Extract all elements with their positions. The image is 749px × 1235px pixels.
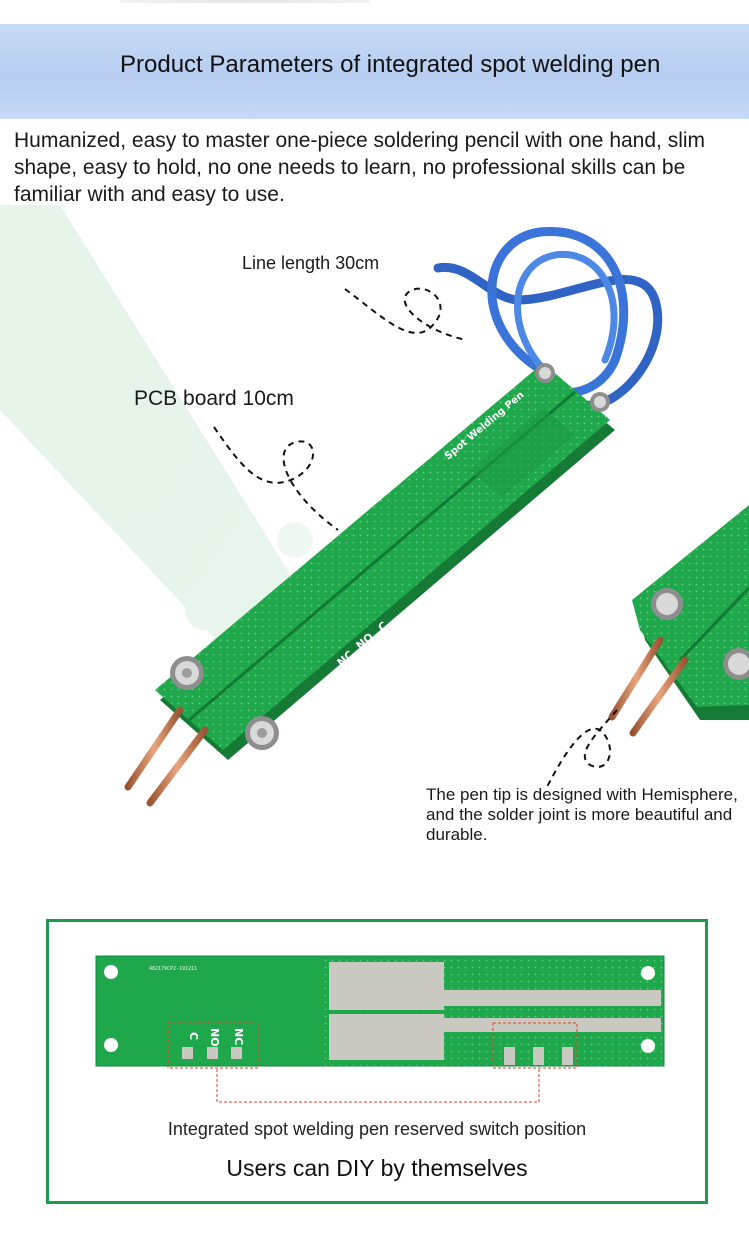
contact-pad (329, 962, 661, 1010)
diy-caption: Users can DIY by themselves (226, 1155, 528, 1181)
mounting-hole (104, 1038, 118, 1052)
board-pin-nc: NC (232, 1028, 245, 1045)
screw-nut (590, 392, 610, 412)
screw-nut (245, 716, 279, 750)
wire-length-label: Line length 30cm (242, 253, 380, 273)
copper-tip (146, 726, 209, 807)
board-pin-no: NO (208, 1028, 221, 1047)
screw-nut (170, 656, 204, 690)
page-title: Product Parameters of integrated spot we… (120, 51, 661, 78)
top-divider (120, 0, 370, 3)
contact-pad (329, 1014, 661, 1060)
pen-tip-pointer (546, 709, 618, 788)
wire-length-pointer (344, 287, 467, 341)
bare-board-diagram: 482179CP2-191211 C NO NC (95, 955, 665, 1103)
wire-loop (433, 227, 663, 410)
pcb-length-label: PCB board 10cm (134, 387, 294, 410)
board-pin-c: C (187, 1032, 200, 1040)
pcb-length-pointer (213, 426, 339, 531)
switch-connector (216, 1069, 540, 1103)
second-pen (608, 505, 749, 737)
ghost-pen (0, 205, 313, 660)
intro-paragraph: Humanized, easy to master one-piece sold… (14, 129, 706, 206)
header-banner: Product Parameters of integrated spot we… (0, 24, 749, 119)
switch-caption: Integrated spot welding pen reserved swi… (167, 1119, 587, 1139)
switch-zone-right (492, 1022, 578, 1069)
board-part-number: 482179CP2-191211 (149, 966, 197, 972)
pen-tip-label: The pen tip is designed with Hemisphere,… (426, 785, 738, 844)
board-section: 482179CP2-191211 C NO NC Integrated spot… (46, 919, 708, 1204)
pen-illustration: Spot Welding Pen NC NO C (0, 205, 749, 807)
switch-zone-left (167, 1022, 259, 1069)
screw-nut (535, 363, 555, 383)
mounting-hole (641, 1039, 655, 1053)
mounting-hole (641, 966, 655, 980)
mounting-hole (104, 965, 118, 979)
copper-tip (124, 706, 184, 791)
